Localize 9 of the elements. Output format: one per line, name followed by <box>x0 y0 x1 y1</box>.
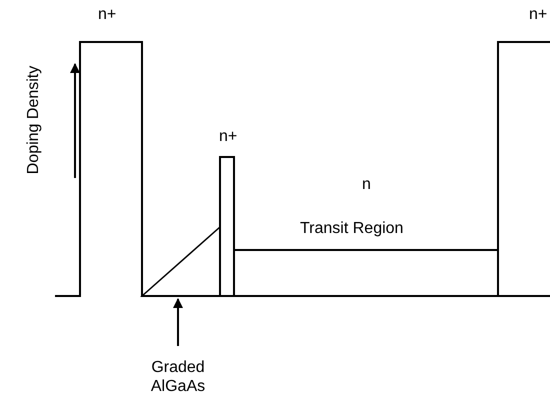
region-label: n <box>362 176 371 194</box>
region-label: n+ <box>98 6 116 24</box>
graded-region <box>140 225 221 297</box>
axis-label: Doping Density <box>25 66 43 174</box>
leader-arrow <box>173 298 183 346</box>
region-label: n+ <box>219 128 238 146</box>
region-label: Transit Region <box>300 220 404 238</box>
callout-label: Graded AlGaAs <box>138 358 218 396</box>
region-label: n+ <box>529 6 548 24</box>
